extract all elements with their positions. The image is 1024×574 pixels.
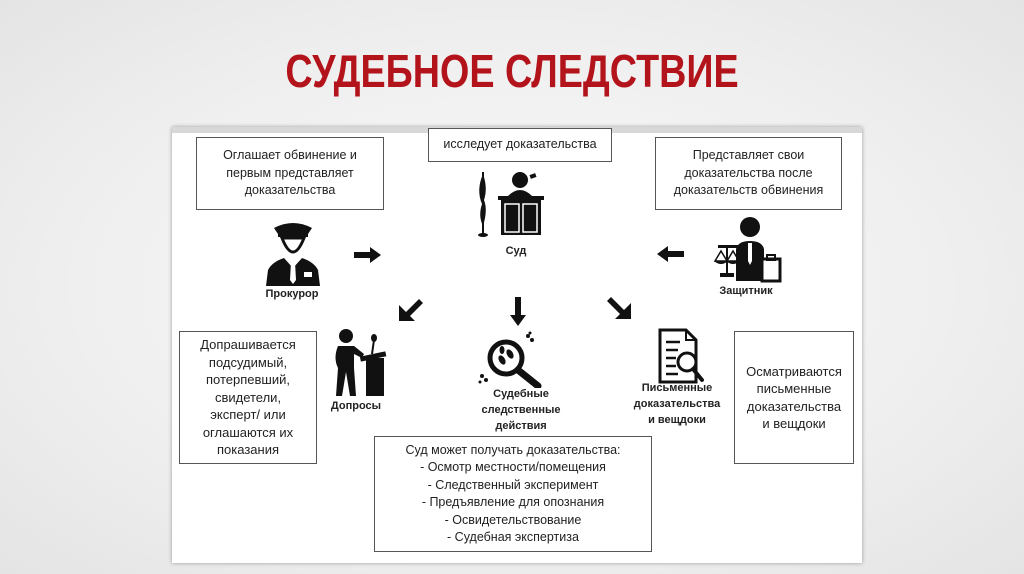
box-line: эксперт/ или bbox=[210, 407, 286, 423]
box-line: Осматриваются bbox=[746, 363, 842, 379]
box-line: подсудимый, bbox=[208, 354, 288, 370]
court-box: исследует доказательства bbox=[428, 128, 612, 162]
prosecutor-icon bbox=[266, 223, 320, 286]
box-line: оглашаются их bbox=[202, 424, 294, 440]
box-line: показания bbox=[217, 442, 279, 458]
box-line: - Судебная экспертиза bbox=[447, 530, 579, 544]
document-search-icon bbox=[658, 328, 704, 384]
arrow-down-right-icon bbox=[607, 297, 631, 319]
label-line: и вещдоки bbox=[648, 414, 706, 426]
box-line: доказательства bbox=[244, 183, 336, 198]
box-line: - Следственный эксперимент bbox=[427, 477, 599, 492]
magnifier-footprints-icon bbox=[478, 331, 542, 388]
label-line: Судебные bbox=[493, 388, 549, 400]
box-line: - Предъявление для опознания bbox=[421, 495, 605, 509]
box-line: Оглашает обвинение и bbox=[223, 148, 357, 163]
actions-box: Суд может получать доказательства: - Осм… bbox=[374, 436, 652, 552]
defender-box: Представляет свои доказательства после д… bbox=[655, 137, 842, 210]
arrow-down-left-icon bbox=[399, 299, 423, 321]
box-line: исследует доказательства bbox=[443, 137, 597, 152]
box-line: - Освидетельствование bbox=[444, 512, 582, 527]
box-line: доказательства после bbox=[684, 165, 813, 180]
box-line: Представляет свои bbox=[692, 148, 805, 163]
defender-icon bbox=[713, 217, 782, 283]
box-line: доказательств обвинения bbox=[673, 183, 824, 198]
arrow-right-icon bbox=[354, 247, 381, 263]
slide-title: СУДЕБНОЕ СЛЕДСТВИЕ bbox=[285, 45, 739, 97]
documents-box: Осматриваются письменные доказательства … bbox=[734, 331, 854, 464]
arrow-left-icon bbox=[657, 246, 684, 262]
defender-label: Защитник bbox=[719, 285, 773, 297]
prosecutor-label: Прокурор bbox=[265, 288, 319, 300]
label-line: Письменные bbox=[641, 382, 713, 394]
label-line: доказательства bbox=[633, 398, 721, 410]
arrow-down-icon bbox=[510, 297, 526, 326]
box-line: свидетели, bbox=[214, 389, 282, 405]
label-line: действия bbox=[495, 420, 547, 432]
documents-label: Письменные доказательства и вещдоки bbox=[634, 380, 720, 428]
court-icon bbox=[478, 172, 544, 237]
interrogation-label: Допросы bbox=[330, 400, 382, 412]
box-line: доказательства bbox=[746, 398, 842, 414]
box-line: первым представляет bbox=[226, 165, 354, 180]
box-line: Допрашивается bbox=[200, 337, 296, 353]
box-line: потерпевший, bbox=[206, 372, 290, 388]
box-line: письменные bbox=[756, 381, 832, 396]
interrogation-icon bbox=[335, 329, 387, 396]
court-label: Суд bbox=[505, 245, 527, 257]
prosecutor-box: Оглашает обвинение и первым представляет… bbox=[196, 137, 384, 210]
label-line: следственные bbox=[481, 404, 561, 416]
box-line: и вещдоки bbox=[762, 416, 826, 431]
box-line: Суд может получать доказательства: bbox=[405, 442, 621, 457]
actions-label: Судебные следственные действия bbox=[482, 386, 561, 434]
box-line: - Осмотр местности/помещения bbox=[420, 460, 606, 474]
interrogation-box: Допрашивается подсудимый, потерпевший, с… bbox=[179, 331, 317, 464]
